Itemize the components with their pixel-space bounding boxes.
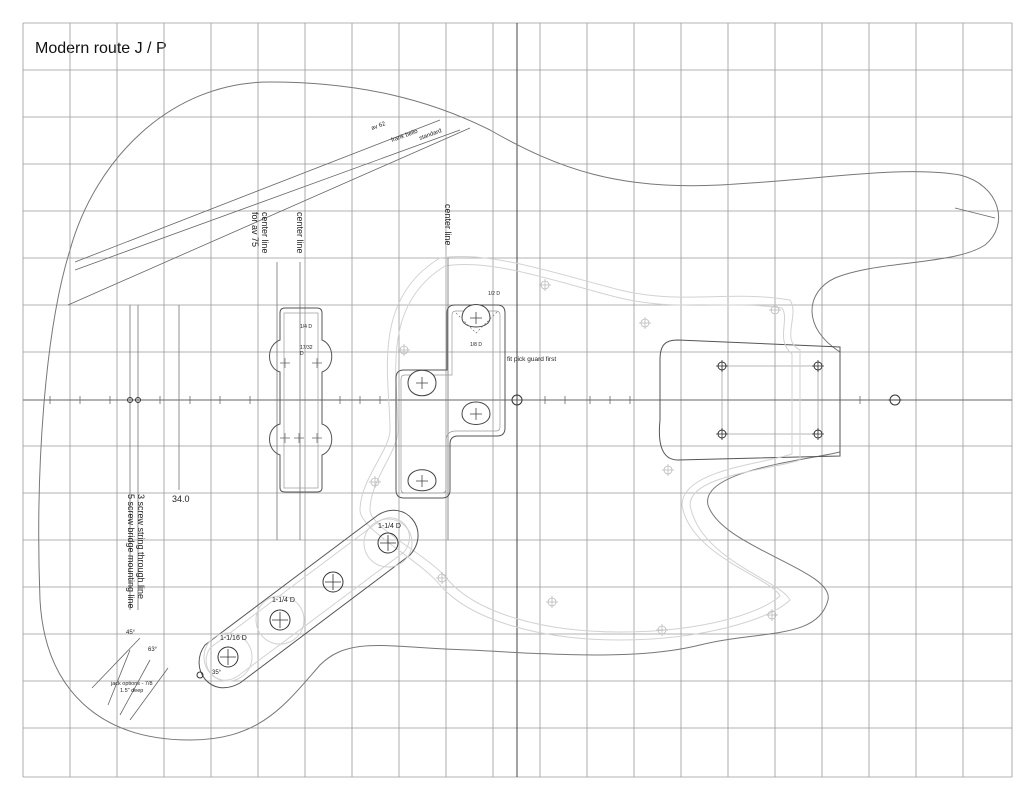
- control-knob-holes: [203, 518, 413, 682]
- quarter-d-label: 1/4 D: [300, 324, 312, 330]
- body-outline: [38, 81, 1000, 741]
- p-pickup-inner: [400, 310, 501, 494]
- bridge-lines: [129, 305, 180, 610]
- control-cavity: [198, 509, 419, 689]
- p-pickup-poles: [407, 304, 491, 492]
- standard-label: standard: [419, 128, 443, 142]
- control-hole-label-3: 1-1/16 D: [220, 635, 247, 642]
- neck-pocket: [658, 339, 841, 461]
- j-pickup-inner: [283, 312, 319, 489]
- neck-angle-lines: [67, 119, 471, 306]
- control-hole-label-1: 1-1/4 D: [378, 523, 401, 530]
- pickguard-outline: [359, 255, 801, 641]
- av62-label: av 62: [371, 121, 387, 132]
- pickguard-screws: [369, 279, 781, 636]
- p-pickup-route: [395, 304, 506, 499]
- eighth-d-label: 1/8 D: [470, 342, 482, 348]
- frank-bello-label: frank bello: [391, 129, 420, 144]
- angle-45-label: 45°: [126, 630, 136, 636]
- fit-pickguard-label: fit pick guard first: [507, 356, 556, 363]
- j-pickup-screws: [280, 358, 322, 443]
- center-line-av75-label: center linefor av 75: [250, 212, 270, 254]
- page-title: Modern route J / P: [35, 40, 167, 57]
- center-line-label-right: center line: [443, 204, 453, 246]
- pickguard-inner-outline: [369, 263, 793, 633]
- p-pickup-dashed: [455, 310, 499, 334]
- bridge-marker-b: [135, 397, 141, 403]
- center-line-ticks: [49, 396, 861, 404]
- scale-length-label: 34.0: [172, 494, 190, 504]
- j-pickup-route: [269, 307, 333, 493]
- angle-35-label: 35°: [212, 670, 222, 676]
- control-hole-label-2: 1-1/4 D: [272, 597, 295, 604]
- neck-screw-layout: [716, 360, 824, 440]
- half-d-label: 1/2 D: [488, 291, 500, 297]
- jack-angle-lines: [91, 637, 169, 721]
- control-cavity-inner: [205, 517, 410, 681]
- screw-lines-label: 3 screw string through line5 screw bridg…: [126, 494, 146, 609]
- bridge-marker-a: [127, 397, 133, 403]
- jack-marker: [196, 671, 204, 679]
- angle-63-label: 63°: [148, 647, 158, 653]
- center-point-marker: [511, 394, 523, 406]
- center-line-label-left: center line: [295, 212, 305, 254]
